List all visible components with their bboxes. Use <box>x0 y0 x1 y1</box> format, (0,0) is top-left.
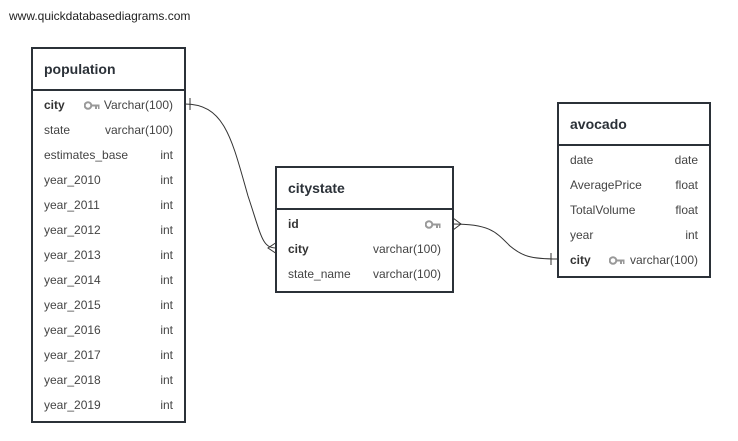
field-name: year_2015 <box>44 298 101 312</box>
field-name: state_name <box>288 267 351 281</box>
field-type: float <box>675 203 698 217</box>
field-type: Varchar(100) <box>103 98 173 112</box>
field-row-year-2012[interactable]: year_2012 int <box>33 218 184 243</box>
field-row-state[interactable]: state varchar(100) <box>33 118 184 143</box>
field-name: year_2011 <box>44 198 100 212</box>
field-type: date <box>674 153 698 167</box>
field-row-year-2018[interactable]: year_2018 int <box>33 368 184 393</box>
field-type: varchar(100) <box>104 123 173 137</box>
field-row-year-2015[interactable]: year_2015 int <box>33 293 184 318</box>
field-row-year-2014[interactable]: year_2014 int <box>33 268 184 293</box>
field-type: int <box>685 228 698 242</box>
field-type: int <box>160 323 173 337</box>
field-name: year_2012 <box>44 223 101 237</box>
field-row-averageprice[interactable]: AveragePrice float <box>559 173 709 198</box>
field-name: state <box>44 123 71 137</box>
field-name: city <box>44 98 65 112</box>
field-row-year-2013[interactable]: year_2013 int <box>33 243 184 268</box>
citystate-table[interactable]: citystate id city varchar(100) state_nam… <box>275 166 454 293</box>
field-name: year_2010 <box>44 173 101 187</box>
key-icon <box>609 256 625 265</box>
field-type: int <box>160 348 173 362</box>
citystate-table-title: citystate <box>277 168 452 210</box>
field-type: varchar(100) <box>372 267 441 281</box>
field-row-id[interactable]: id <box>277 212 452 237</box>
field-name: TotalVolume <box>570 203 636 217</box>
field-row-year-2010[interactable]: year_2010 int <box>33 168 184 193</box>
field-row-year-2011[interactable]: year_2011 int <box>33 193 184 218</box>
field-type: int <box>160 273 173 287</box>
field-name: year_2017 <box>44 348 101 362</box>
field-name: date <box>570 153 594 167</box>
field-type: varchar(100) <box>629 253 698 267</box>
field-row-city[interactable]: city varchar(100) <box>559 248 709 273</box>
field-type: int <box>160 223 173 237</box>
field-name: AveragePrice <box>570 178 642 192</box>
field-row-city[interactable]: city varchar(100) <box>277 237 452 262</box>
field-row-year-2017[interactable]: year_2017 int <box>33 343 184 368</box>
field-row-date[interactable]: date date <box>559 148 709 173</box>
field-row-year-2016[interactable]: year_2016 int <box>33 318 184 343</box>
field-type: int <box>160 248 173 262</box>
relation-population-citystate[interactable] <box>184 103 278 249</box>
field-name: year_2018 <box>44 373 101 387</box>
key-icon <box>84 101 100 110</box>
population-table[interactable]: population city Varchar(100) state varch… <box>31 47 186 423</box>
field-name: city <box>570 253 591 267</box>
field-row-year[interactable]: year int <box>559 223 709 248</box>
field-name: id <box>288 217 299 231</box>
field-name: year_2013 <box>44 248 101 262</box>
population-table-title: population <box>33 49 184 91</box>
site-watermark: www.quickdatabasediagrams.com <box>9 9 191 23</box>
field-row-estimates-base[interactable]: estimates_base int <box>33 143 184 168</box>
field-row-state-name[interactable]: state_name varchar(100) <box>277 262 452 287</box>
field-type: varchar(100) <box>372 242 441 256</box>
field-name: year_2019 <box>44 398 101 412</box>
field-type: int <box>160 373 173 387</box>
field-type: int <box>160 198 173 212</box>
field-type: int <box>160 298 173 312</box>
key-icon <box>425 220 441 229</box>
field-type: float <box>675 178 698 192</box>
avocado-table[interactable]: avocado date date AveragePrice float Tot… <box>557 102 711 278</box>
field-row-totalvolume[interactable]: TotalVolume float <box>559 198 709 223</box>
relation-citystate-avocado[interactable] <box>452 223 559 260</box>
field-type: int <box>160 148 173 162</box>
field-name: year_2016 <box>44 323 101 337</box>
field-name: year <box>570 228 594 242</box>
field-row-year-2019[interactable]: year_2019 int <box>33 393 184 418</box>
field-type: int <box>160 398 173 412</box>
field-type: int <box>160 173 173 187</box>
crowfoot-marker-citystate-id <box>452 217 462 231</box>
field-name: city <box>288 242 309 256</box>
field-name: year_2014 <box>44 273 101 287</box>
crowfoot-marker-citystate <box>267 241 278 255</box>
avocado-table-title: avocado <box>559 104 709 146</box>
field-row-city[interactable]: city Varchar(100) <box>33 93 184 118</box>
field-name: estimates_base <box>44 148 129 162</box>
